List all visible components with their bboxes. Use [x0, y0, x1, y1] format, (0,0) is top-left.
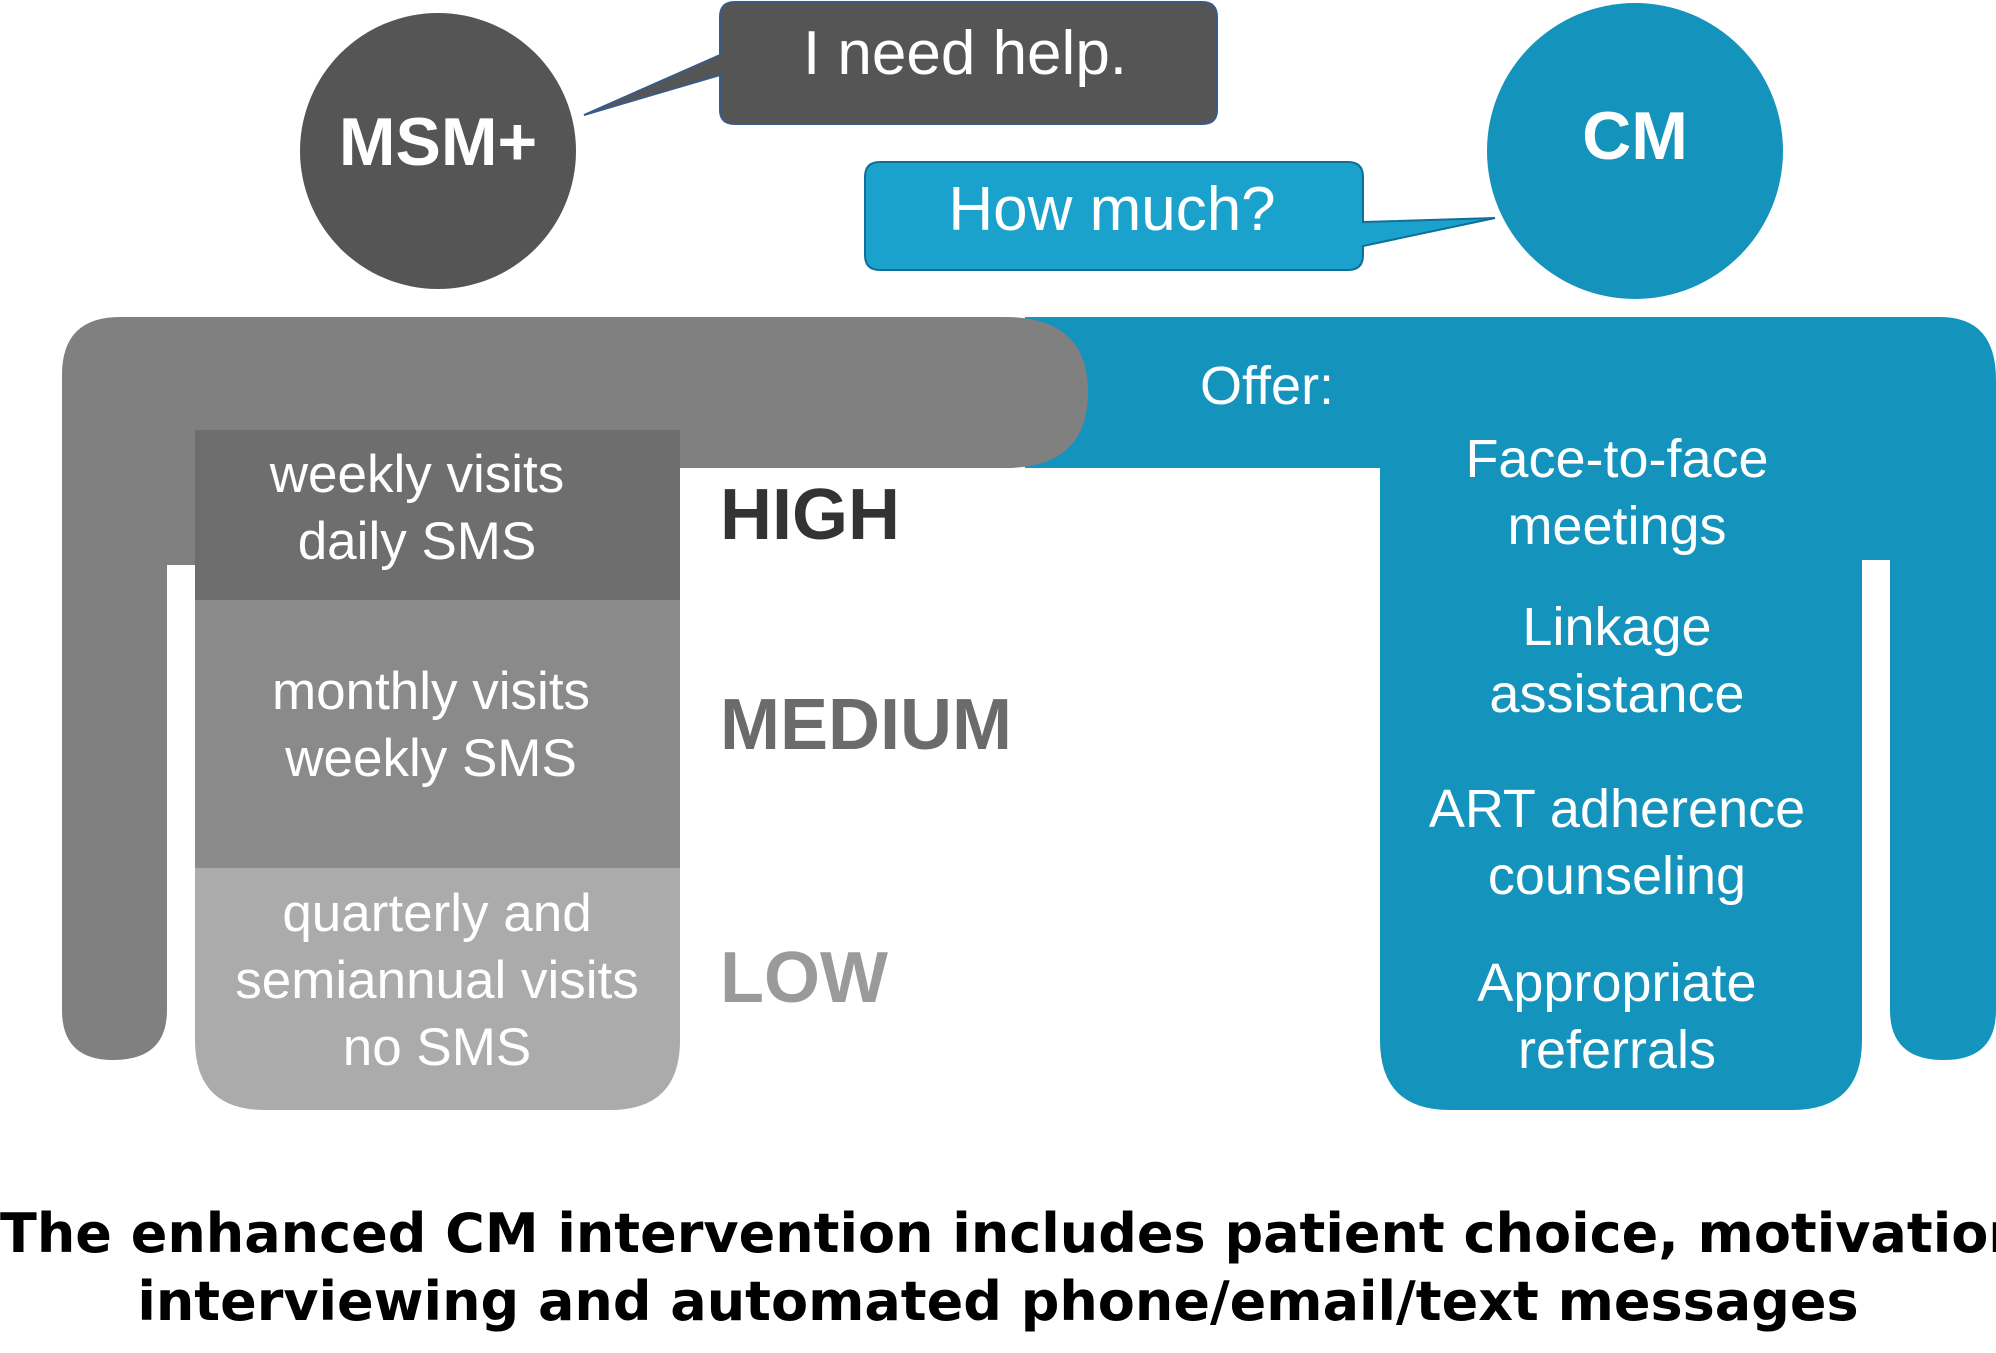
low-tier-label: LOW: [720, 938, 888, 1018]
medium-tier-line: monthly visits: [271, 662, 591, 721]
offer-item: ART adherence counseling: [1429, 776, 1805, 910]
caption-line: The enhanced CM intervention includes pa…: [0, 1202, 1996, 1265]
medium-tier-text: monthly visits weekly SMS: [272, 658, 590, 792]
medium-tier-line: weekly SMS: [285, 729, 577, 788]
offer-item: Linkage assistance: [1489, 594, 1744, 728]
low-tier-line: no SMS: [342, 1018, 532, 1077]
high-tier-text: weekly visits daily SMS: [270, 441, 565, 575]
offer-item-line: Face-to-face: [1465, 429, 1769, 489]
offer-item-line: Linkage: [1522, 597, 1712, 657]
high-tier-line: weekly visits: [269, 445, 565, 504]
low-tier-block: [195, 868, 680, 1110]
low-tier-line: quarterly and: [282, 884, 592, 943]
msm-speech-text: I need help.: [802, 19, 1128, 88]
figure-caption: The enhanced CM intervention includes pa…: [0, 1200, 1996, 1336]
medium-tier-block: [195, 600, 680, 868]
offer-item: Appropriate referrals: [1477, 950, 1756, 1084]
msm-head-label: MSM+: [338, 104, 538, 180]
offer-item-line: ART adherence: [1428, 779, 1806, 839]
offer-item-line: meetings: [1507, 496, 1727, 556]
medium-tier-label: MEDIUM: [720, 685, 1012, 765]
msm-head: [300, 13, 576, 289]
offer-item-line: referrals: [1517, 1020, 1717, 1080]
cm-head: [1487, 3, 1783, 299]
offer-title: Offer:: [1200, 356, 1335, 416]
cm-head-label: CM: [1582, 98, 1688, 174]
offer-item-line: Appropriate: [1477, 953, 1757, 1013]
low-tier-text: quarterly and semiannual visits no SMS: [235, 880, 639, 1081]
msm-speech-bubble: [583, 1, 1218, 125]
high-tier-label: HIGH: [720, 475, 900, 555]
offer-item-line: counseling: [1487, 846, 1747, 906]
cm-speech-bubble: [864, 161, 1496, 271]
cm-speech-text: How much?: [948, 175, 1276, 244]
high-tier-block: [195, 430, 680, 600]
offer-item: Face-to-face meetings: [1465, 426, 1768, 560]
cm-body: [1025, 317, 1996, 1110]
high-tier-line: daily SMS: [297, 512, 537, 571]
offer-item-line: assistance: [1489, 664, 1745, 724]
caption-line: interviewing and automated phone/email/t…: [137, 1270, 1859, 1333]
low-tier-line: semiannual visits: [235, 951, 639, 1010]
